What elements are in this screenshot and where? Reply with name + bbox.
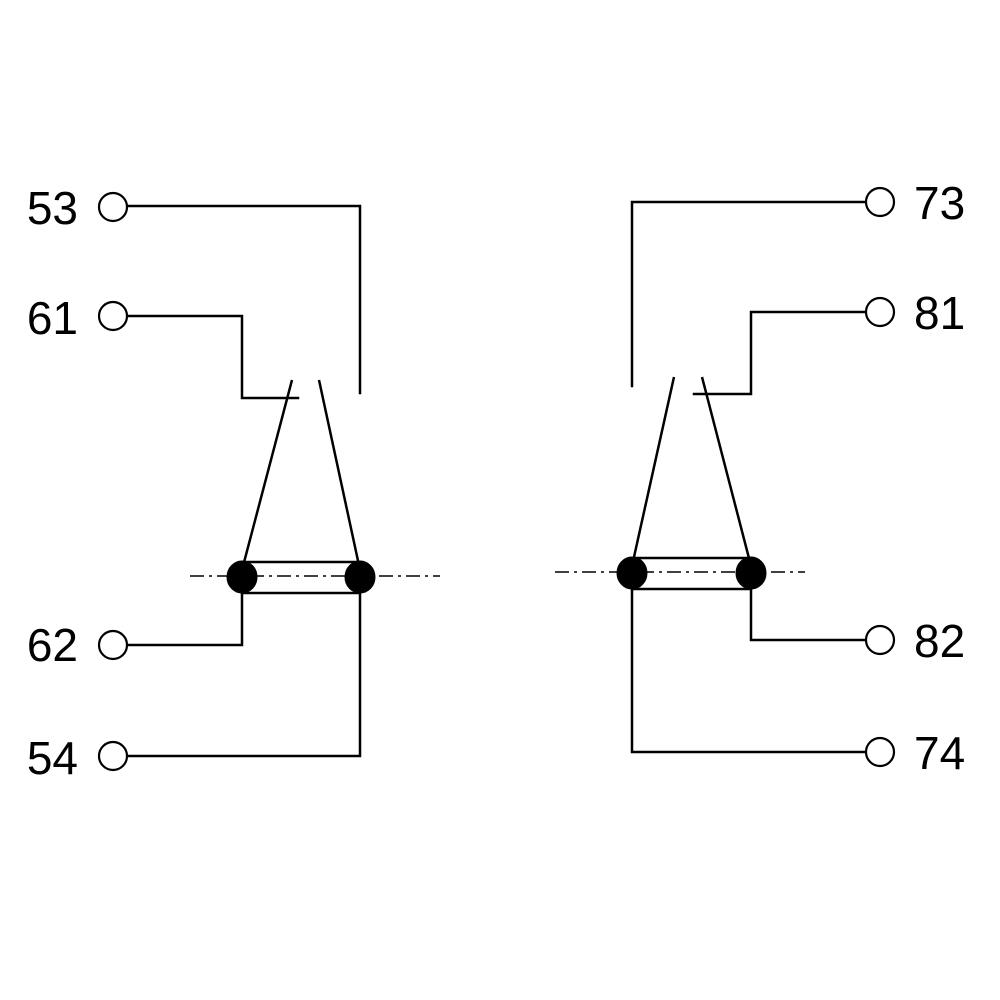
terminal-74 xyxy=(864,736,896,768)
left-blade-53-54 xyxy=(317,379,362,571)
wire-62 xyxy=(125,588,244,647)
terminal-82 xyxy=(864,624,896,656)
wire-73 xyxy=(630,200,868,388)
right-pivot-b xyxy=(735,556,767,590)
wire-81 xyxy=(692,310,868,396)
terminal-label-82: 82 xyxy=(914,615,965,667)
right-contact-group: 73 81 82 74 xyxy=(555,177,965,779)
right-pivot-a xyxy=(616,556,648,590)
terminal-label-53: 53 xyxy=(27,182,78,234)
left-contact-group: 53 61 62 54 xyxy=(27,182,440,784)
terminal-label-54: 54 xyxy=(27,732,78,784)
wire-53 xyxy=(125,204,362,395)
right-blade-73-74 xyxy=(630,376,676,567)
terminal-label-81: 81 xyxy=(914,287,965,339)
wire-82 xyxy=(749,585,868,642)
wire-61 xyxy=(125,314,300,400)
terminal-53 xyxy=(97,191,129,223)
wire-54 xyxy=(125,591,362,758)
terminal-81 xyxy=(864,296,896,328)
left-pivot-b xyxy=(344,560,376,594)
left-pivot-a xyxy=(226,560,258,594)
wire-74 xyxy=(630,585,868,754)
terminal-62 xyxy=(97,629,129,661)
terminal-61 xyxy=(97,300,129,332)
left-blade-61-62 xyxy=(240,379,294,571)
terminal-label-74: 74 xyxy=(914,727,965,779)
terminal-label-62: 62 xyxy=(27,619,78,671)
right-blade-81-82 xyxy=(700,376,753,567)
terminal-label-73: 73 xyxy=(914,177,965,229)
right-actuator-link xyxy=(630,556,753,591)
left-actuator-link xyxy=(240,560,362,595)
terminal-label-61: 61 xyxy=(27,292,78,344)
terminal-54 xyxy=(97,740,129,772)
terminal-73 xyxy=(864,186,896,218)
